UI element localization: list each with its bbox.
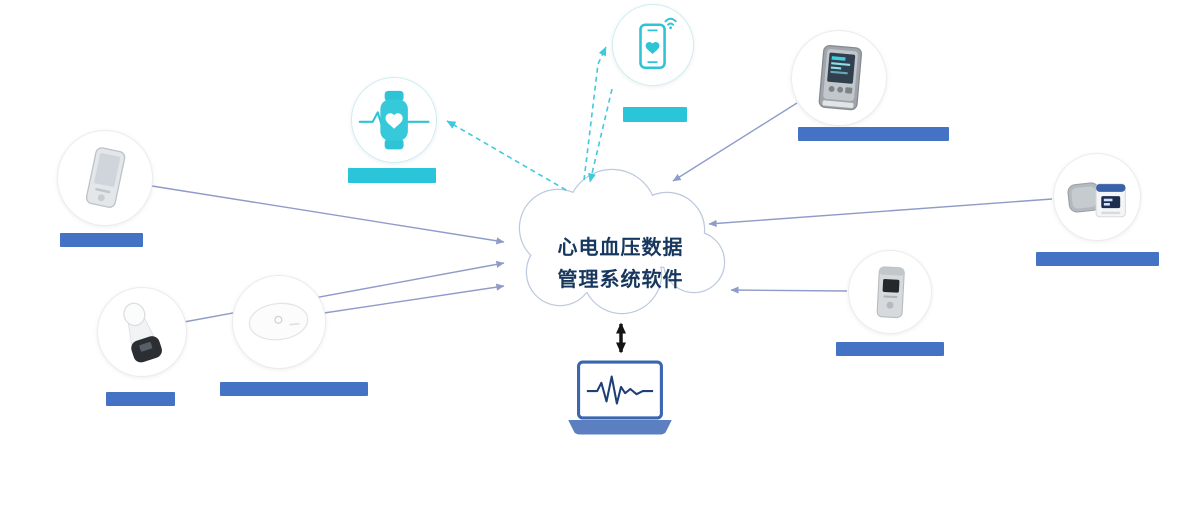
label-bar-blood-pressure-monitor xyxy=(1036,252,1159,266)
smartwatch-heart-icon xyxy=(358,90,430,150)
cloud-title-line1: 心电血压数据 xyxy=(557,235,684,259)
label-bar-ecg-monitor xyxy=(798,127,949,141)
edge-handheld-to-cloud xyxy=(151,185,505,245)
cloud-shape xyxy=(518,168,726,315)
smartphone-heart-icon xyxy=(638,17,677,69)
cloud-title-line2: 管理系统软件 xyxy=(557,267,684,291)
node-handheld-ecg-recorder xyxy=(57,130,153,226)
label-bar-handheld-ecg-recorder xyxy=(60,233,143,247)
bp-monitor-cuff-icon xyxy=(1067,182,1126,218)
node-blood-pressure-monitor xyxy=(1053,153,1141,241)
label-bar-smartwatch xyxy=(348,168,436,183)
holter-recorder-icon xyxy=(876,266,905,318)
node-smartphone-app xyxy=(612,4,694,86)
label-bar-smartphone-app xyxy=(623,107,687,122)
node-ecg-monitor xyxy=(791,30,887,126)
label-bar-patch-ecg-recorder xyxy=(220,382,368,396)
edge-cloud-to-phone xyxy=(583,46,607,181)
node-pc-software xyxy=(562,360,678,436)
edge-holter-to-cloud xyxy=(730,286,848,294)
edge-monitor-to-cloud xyxy=(672,102,798,182)
edge-phone-to-cloud xyxy=(588,88,613,183)
edge-cloud-to-watch xyxy=(446,120,567,191)
node-smartwatch xyxy=(351,77,437,163)
patch-recorder-icon xyxy=(249,303,309,341)
node-patch-ecg-recorder xyxy=(232,275,326,369)
label-bar-holter-recorder xyxy=(836,342,944,356)
handheld-ecg-device-icon xyxy=(85,146,125,208)
laptop-ecg-icon xyxy=(568,360,672,435)
ear-thermometer-icon xyxy=(123,302,163,363)
label-bar-ear-thermometer xyxy=(106,392,175,406)
edge-bp-to-cloud xyxy=(708,198,1053,228)
node-holter-recorder xyxy=(848,250,932,334)
node-ear-thermometer xyxy=(97,287,187,377)
edge-patch-to-cloud xyxy=(323,283,505,314)
ecg-monitor-device-icon xyxy=(818,44,862,110)
